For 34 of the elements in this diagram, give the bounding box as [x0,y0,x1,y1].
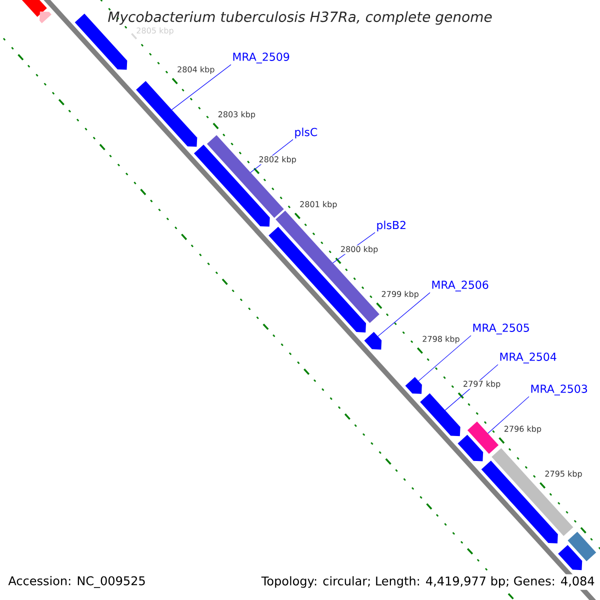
gene-feature [405,376,422,394]
scale-label: 2798 kbp [422,335,460,344]
scale-label: 2799 kbp [380,290,420,300]
title: Mycobacterium tuberculosis H37Ra, complete genome [108,11,492,25]
leader-line [378,292,430,337]
genome-info-text: Topology: circular; Length: 4,419,977 bp; Genes: 4,084 [259,574,597,590]
leader-line [488,396,530,434]
gene-feature [364,332,382,350]
leader-line [418,335,472,382]
scale-label: 2803 kbp [217,110,256,120]
scale-label: 2801 kbp [299,200,338,210]
gene-feature [206,135,284,218]
gene-label: plsC [295,128,318,138]
gene-label: plsB2 [377,220,406,232]
scale-label: 2802 kbp [258,156,297,164]
gene-feature [467,422,499,454]
gene-feature [458,434,484,462]
gene-feature [558,544,582,570]
gene-feature [568,532,596,562]
scale-label: 2796 kbp [503,425,542,434]
gene-feature [40,12,52,24]
gene-feature [136,81,198,147]
gene-label: MRA_2505 [473,324,529,334]
scale-label: 2797 kbp [462,380,502,389]
scale-label: 2804 kbp [176,66,216,74]
scale-label: 2800 kbp [340,245,379,254]
leader-line [171,64,232,110]
gene-label: MRA_2503 [531,384,588,396]
gene-feature [420,393,460,436]
gene-label: MRA_2506 [432,280,488,292]
gene-label: MRA_2509 [233,52,290,64]
gene-label: MRA_2504 [500,352,556,364]
accession-text: Accession: NC_009525 [8,576,145,588]
scale-label: 2795 kbp [544,470,583,479]
